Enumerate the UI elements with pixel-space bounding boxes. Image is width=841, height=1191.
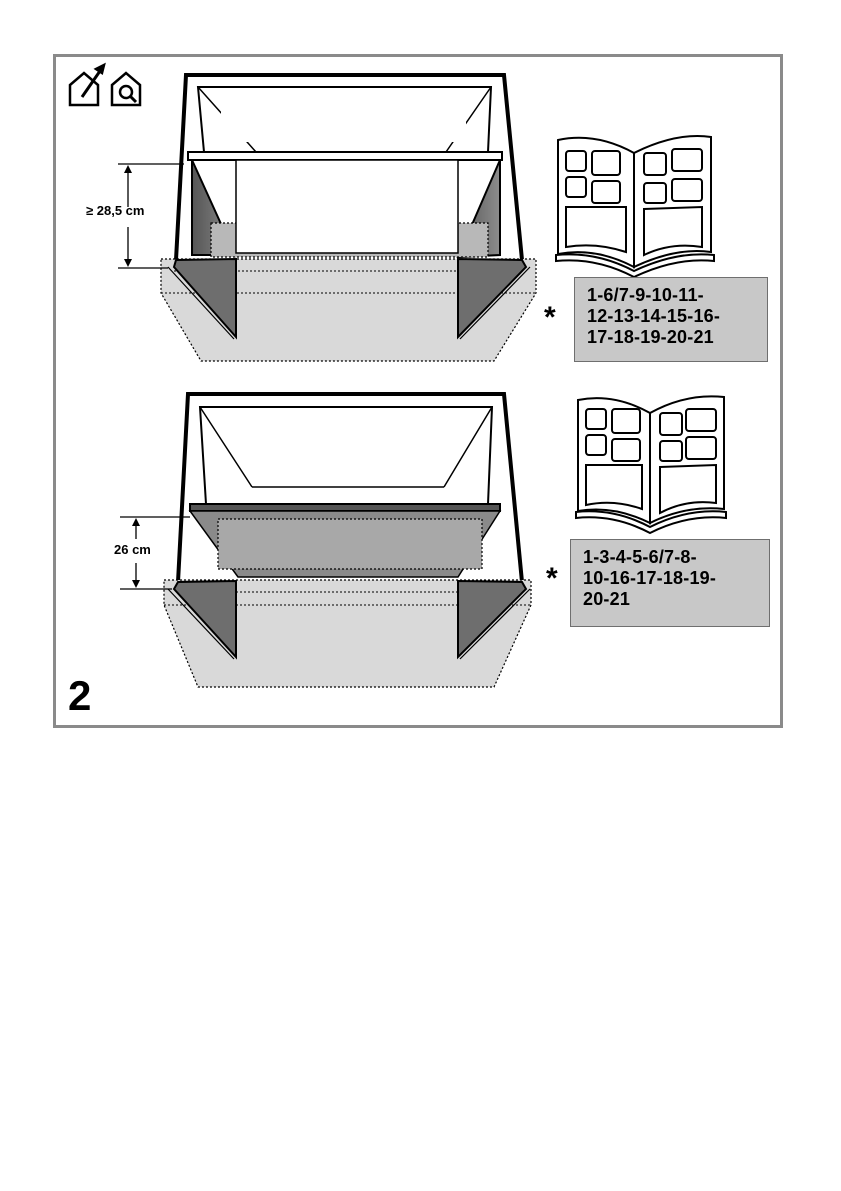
figure-panel: ≥ 28,5 cm 26 cm * * 1-6/7-9-10-11- 12-13…	[53, 54, 783, 728]
model-numbers-line: 1-3-4-5-6/7-8-	[583, 547, 759, 568]
model-numbers-line: 1-6/7-9-10-11-	[587, 285, 757, 306]
house-install-icon	[70, 65, 104, 105]
open-booklet-icon	[576, 396, 726, 533]
open-booklet-icon	[556, 136, 714, 277]
model-numbers-line: 17-18-19-20-21	[587, 327, 757, 348]
top-cabinet	[118, 75, 536, 361]
top-dimension-label: ≥ 28,5 cm	[86, 203, 144, 218]
top-asterisk: *	[544, 303, 556, 333]
bottom-dimension-label: 26 cm	[114, 542, 151, 557]
bottom-cabinet	[120, 394, 531, 687]
model-numbers-line: 20-21	[583, 589, 759, 610]
figure-number: 2	[68, 675, 91, 717]
house-inspect-icon	[112, 73, 140, 105]
model-numbers-line: 10-16-17-18-19-	[583, 568, 759, 589]
bottom-asterisk: *	[546, 564, 558, 594]
top-model-numbers-box: 1-6/7-9-10-11- 12-13-14-15-16- 17-18-19-…	[574, 277, 768, 362]
bottom-model-numbers-box: 1-3-4-5-6/7-8- 10-16-17-18-19- 20-21	[570, 539, 770, 627]
model-numbers-line: 12-13-14-15-16-	[587, 306, 757, 327]
